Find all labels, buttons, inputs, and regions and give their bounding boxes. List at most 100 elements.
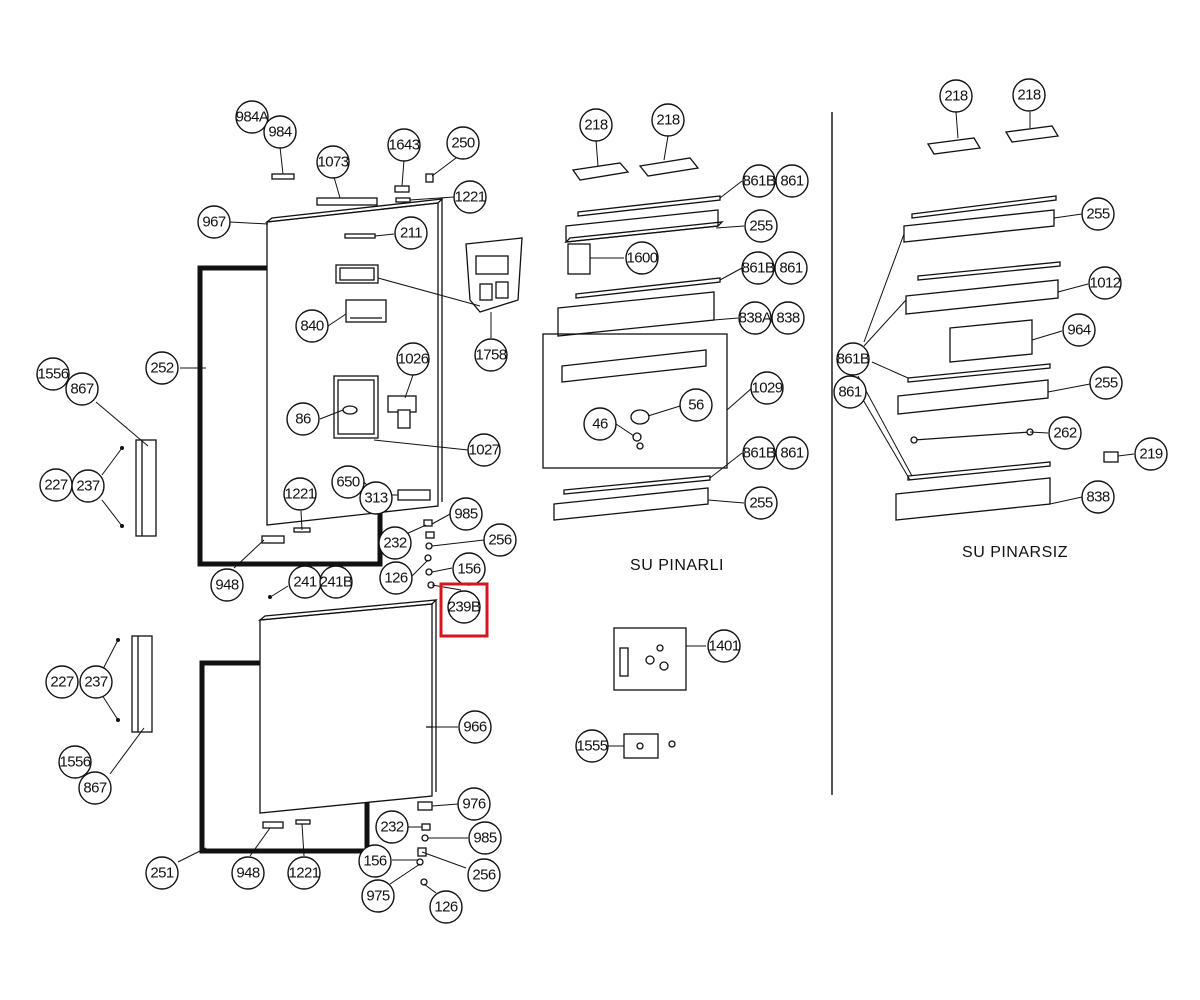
svg-text:861B: 861B — [837, 351, 870, 368]
highlight-box-239B — [439, 582, 489, 638]
svg-text:56: 56 — [688, 397, 704, 414]
callout-241: 241 — [288, 565, 322, 599]
callout-975: 975 — [361, 879, 395, 913]
svg-text:255: 255 — [749, 218, 772, 235]
callout-1073: 1073 — [316, 145, 350, 179]
svg-text:255: 255 — [749, 495, 772, 512]
callout-966: 966 — [458, 710, 492, 744]
callout-right-255-2: 255 — [1089, 366, 1123, 400]
callout-211: 211 — [394, 216, 428, 250]
svg-text:218: 218 — [656, 112, 679, 129]
callout-56: 56 — [679, 388, 713, 422]
svg-text:984: 984 — [268, 124, 291, 141]
svg-text:227: 227 — [44, 477, 67, 494]
control-board — [465, 237, 523, 313]
svg-text:985: 985 — [473, 830, 496, 847]
callout-867-top: 867 — [65, 372, 99, 406]
callout-1555: 1555 — [575, 729, 609, 763]
callout-232-top: 232 — [378, 526, 412, 560]
callout-251: 251 — [145, 856, 179, 890]
egg-tray — [1004, 125, 1060, 143]
callout-256-bot: 256 — [467, 858, 501, 892]
dispenser-recess — [333, 375, 379, 439]
callout-1556-bot: 1556 — [58, 745, 92, 779]
callout-126-bot: 126 — [429, 890, 463, 924]
callout-227-bot: 227 — [45, 665, 79, 699]
svg-text:46: 46 — [592, 416, 608, 433]
callout-right-861B: 861B — [836, 342, 871, 376]
svg-text:1029: 1029 — [752, 380, 783, 397]
svg-text:241B: 241B — [320, 574, 353, 591]
svg-text:861B: 861B — [742, 260, 775, 277]
svg-text:948: 948 — [236, 865, 259, 882]
lower-door-assembly — [116, 599, 438, 886]
svg-text:1643: 1643 — [389, 137, 420, 154]
egg-tray — [571, 162, 630, 181]
callout-218-a: 218 — [579, 108, 613, 142]
callout-241B: 241B — [319, 565, 354, 599]
wire-rod — [913, 431, 1031, 441]
callout-861-2: 861 — [774, 251, 808, 285]
callout-255-1: 255 — [744, 209, 778, 243]
svg-text:239B: 239B — [448, 599, 481, 616]
leader-lines — [95, 111, 1135, 894]
callout-838A: 838A — [738, 301, 773, 335]
callout-1221-bot: 1221 — [287, 856, 321, 890]
svg-text:250: 250 — [451, 135, 474, 152]
svg-text:861: 861 — [780, 445, 803, 462]
callout-right-861: 861 — [833, 375, 867, 409]
svg-text:237: 237 — [84, 674, 107, 691]
svg-text:1600: 1600 — [627, 250, 658, 267]
callout-838: 838 — [771, 301, 805, 335]
callout-985-top: 985 — [449, 497, 483, 531]
callout-861-3: 861 — [775, 436, 809, 470]
callout-1600: 1600 — [625, 241, 659, 275]
display-cover — [345, 299, 387, 323]
svg-text:156: 156 — [363, 853, 386, 870]
svg-text:232: 232 — [380, 819, 403, 836]
callout-313: 313 — [359, 481, 393, 515]
upper-handle — [135, 439, 157, 537]
svg-text:156: 156 — [457, 561, 480, 578]
section-label-with-dispenser: SU PINARLI — [630, 557, 724, 574]
svg-text:227: 227 — [50, 674, 73, 691]
svg-text:1027: 1027 — [469, 442, 500, 459]
dispenser-box — [542, 333, 728, 469]
door-shelf-deep — [557, 291, 715, 337]
svg-text:262: 262 — [1053, 425, 1076, 442]
svg-text:976: 976 — [462, 796, 485, 813]
svg-text:126: 126 — [434, 899, 457, 916]
door-shelf — [897, 379, 1049, 415]
callout-984: 984 — [263, 115, 297, 149]
upper-door-assembly — [120, 173, 523, 599]
svg-text:975: 975 — [366, 888, 389, 905]
callout-861B-2: 861B — [741, 251, 776, 285]
door-shelf — [905, 279, 1059, 315]
svg-text:861: 861 — [780, 173, 803, 190]
callout-156-bot: 156 — [358, 844, 392, 878]
svg-text:219: 219 — [1139, 446, 1162, 463]
svg-text:964: 964 — [1067, 322, 1090, 339]
callout-156-top: 156 — [452, 552, 486, 586]
right-shelves-assembly: SU PINARSIZ — [895, 125, 1119, 561]
small-clip — [1103, 451, 1119, 463]
svg-text:1758: 1758 — [476, 347, 507, 364]
callout-976: 976 — [457, 787, 491, 821]
svg-text:861: 861 — [779, 260, 802, 277]
svg-text:256: 256 — [488, 532, 511, 549]
callout-861B-1: 861B — [742, 164, 777, 198]
door-shelf — [903, 209, 1055, 243]
callout-237-top: 237 — [71, 469, 105, 503]
svg-text:1556: 1556 — [60, 754, 91, 771]
callout-46: 46 — [583, 407, 617, 441]
svg-text:840: 840 — [300, 318, 323, 335]
svg-text:650: 650 — [336, 474, 359, 491]
svg-text:967: 967 — [202, 214, 225, 231]
svg-text:218: 218 — [944, 88, 967, 105]
top-cap — [316, 197, 378, 206]
svg-text:985: 985 — [454, 506, 477, 523]
svg-text:256: 256 — [472, 867, 495, 884]
display-window — [335, 264, 379, 284]
callout-1401: 1401 — [707, 629, 741, 663]
